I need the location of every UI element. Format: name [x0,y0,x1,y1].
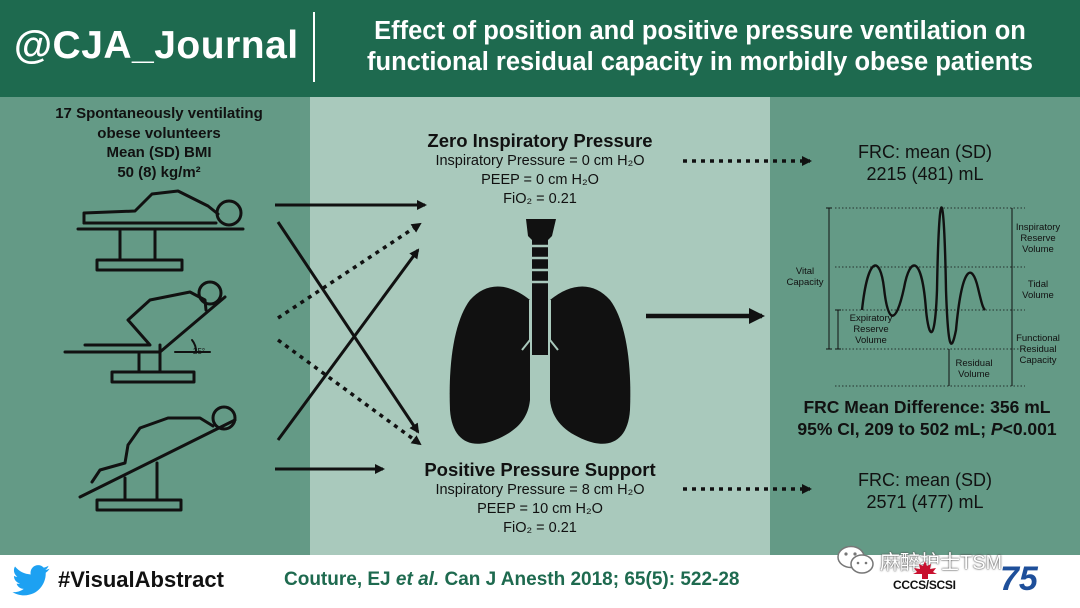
positive-pressure-condition: Positive Pressure Support Inspiratory Pr… [390,459,690,538]
title-line-1: Effect of position and positive pressure… [374,17,1026,45]
frc-difference-line-1: FRC Mean Difference: 356 mL [803,397,1051,417]
frc-positive-result: FRC: mean (SD) 2571 (477) mL [800,469,1050,513]
zero-pressure-peep: PEEP = 0 cm H₂O [481,172,599,188]
watermark-text: 麻醉护士TSM [880,552,1003,574]
volunteers-line-4: 50 (8) kg/m² [117,163,201,181]
frc-zero-value: 2215 (481) mL [866,164,984,184]
frc-positive-value: 2571 (477) mL [866,492,984,512]
header-divider [313,12,315,82]
anniversary-logo: 75 [1000,560,1038,598]
frc-difference-line-2: 95% CI, 209 to 502 mL; P<0.001 [797,419,1057,439]
tidal-volume-label: Tidal Volume [1022,279,1054,301]
angle-label: 25° [193,347,205,356]
positive-pressure-peep: PEEP = 10 cm H₂O [477,501,603,517]
frc-label: Functional Residual Capacity [1016,333,1060,366]
volunteers-line-1: 17 Spontaneously ventilating [55,105,263,122]
society-logo: CCCS/SCSI [893,578,956,592]
zero-pressure-condition: Zero Inspiratory Pressure Inspiratory Pr… [390,130,690,209]
frc-mean-difference: FRC Mean Difference: 356 mL 95% CI, 209 … [774,396,1080,440]
maple-leaf-icon [913,561,937,579]
supine-position-icon [76,189,245,272]
positions-panel [0,97,310,555]
semi-recumbent-position-icon [63,280,227,384]
inspiratory-reserve-label: Inspiratory Reserve Volume [1015,222,1061,255]
visual-abstract-hashtag[interactable]: #VisualAbstract [58,567,224,592]
frc-zero-label: FRC: mean (SD) [857,142,992,162]
frc-dotted-arrows [683,156,812,494]
expiratory-reserve-label: Expiratory Reserve Volume [849,313,893,346]
frc-zero-result: FRC: mean (SD) 2215 (481) mL [800,141,1050,185]
zero-pressure-inspiratory: Inspiratory Pressure = 0 cm H₂O [435,153,645,169]
positive-pressure-fio2: FiO₂ = 0.21 [503,520,577,536]
header-banner: @CJA_Journal Effect of position and posi… [0,0,1080,97]
journal-handle[interactable]: @CJA_Journal [14,24,299,67]
twitter-bird-icon[interactable] [12,565,50,596]
frc-positive-label: FRC: mean (SD) [857,470,992,490]
volunteers-line-2: obese volunteers [97,124,221,142]
zero-pressure-title: Zero Inspiratory Pressure [427,130,653,151]
vital-capacity-label: Vital Capacity [786,266,824,288]
dotted-position-arrows [276,222,422,446]
zero-pressure-fio2: FiO₂ = 0.21 [503,191,577,207]
citation: Couture, EJ et al. Can J Anesth 2018; 65… [284,569,740,590]
tilted-position-icon [78,405,237,512]
wechat-icon [837,545,874,574]
title-line-2: functional residual capacity in morbidly… [367,48,1033,76]
volunteers-description: 17 Spontaneously ventilating obese volun… [20,104,298,182]
positive-pressure-inspiratory: Inspiratory Pressure = 8 cm H₂O [435,482,645,498]
volunteers-line-3: Mean (SD) BMI [106,144,212,161]
position-arrows [275,200,427,474]
residual-volume-label: Residual Volume [955,358,993,380]
footer [0,555,1080,608]
lungs-icon [449,219,631,444]
abstract-title: Effect of position and positive pressure… [322,16,1078,78]
results-panel [770,97,1080,555]
positive-pressure-title: Positive Pressure Support [424,459,656,480]
lung-volumes-waveform [826,206,1025,387]
